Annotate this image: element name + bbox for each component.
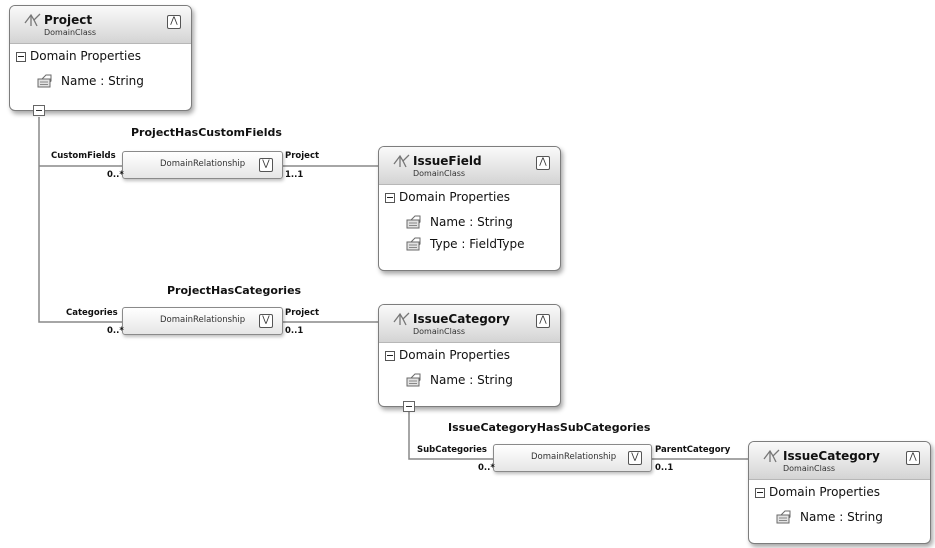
domain-properties-section[interactable]: Domain Properties [749,483,930,507]
source-multiplicity-label: 0..* [107,170,124,180]
domain-class-icon [393,154,410,168]
collapse-section-icon[interactable] [16,52,26,62]
property-icon [37,74,52,88]
domain-class-icon [393,312,410,326]
collapse-section-icon[interactable] [385,351,395,361]
section-label: Domain Properties [769,485,881,499]
class-header: IssueField DomainClass ⋀ [379,147,560,185]
domain-properties-section[interactable]: Domain Properties [10,47,191,71]
target-role-label: ParentCategory [655,445,731,455]
property-text: Name : String [430,215,513,229]
class-header: IssueCategory DomainClass ⋀ [749,442,930,480]
collapse-connector-icon[interactable] [403,401,415,412]
property-text: Name : String [800,510,883,524]
collapse-chevron-icon[interactable]: ⋀ [906,451,920,465]
section-label: Domain Properties [399,348,511,362]
collapse-chevron-icon[interactable]: ⋀ [167,15,181,29]
target-multiplicity-label: 0..1 [285,326,304,336]
domain-class-issue-category-sub[interactable]: IssueCategory DomainClass ⋀ Domain Prope… [748,441,931,544]
collapse-section-icon[interactable] [755,488,765,498]
property-icon [406,215,421,229]
domain-class-icon [24,13,41,27]
property-row[interactable]: Name : String [749,507,930,529]
property-row[interactable]: Name : String [379,212,560,234]
section-label: Domain Properties [399,190,511,204]
target-role-label: Project [285,151,320,161]
expand-chevron-icon[interactable]: ⋁ [259,314,273,328]
property-icon [406,237,421,251]
relationship-stereotype: DomainRelationship [531,452,617,462]
source-role-label: CustomFields [51,151,116,161]
domain-properties-section[interactable]: Domain Properties [379,346,560,370]
collapse-connector-icon[interactable] [33,105,45,116]
relationship-shape-project-has-categories[interactable]: DomainRelationship ⋁ [122,307,283,335]
domain-class-issue-field[interactable]: IssueField DomainClass ⋀ Domain Properti… [378,146,561,271]
domain-properties-section[interactable]: Domain Properties [379,188,560,212]
relationship-name: ProjectHasCustomFields [131,126,282,139]
target-multiplicity-label: 1..1 [285,170,304,180]
domain-class-icon [763,449,780,463]
property-text: Name : String [430,373,513,387]
class-name: IssueCategory [413,312,510,326]
property-text: Name : String [61,74,144,88]
collapse-chevron-icon[interactable]: ⋀ [536,314,550,328]
property-icon [406,373,421,387]
class-header: Project DomainClass ⋀ [10,6,191,44]
relationship-stereotype: DomainRelationship [160,315,246,325]
expand-chevron-icon[interactable]: ⋁ [628,451,642,465]
relationship-shape-project-has-custom-fields[interactable]: DomainRelationship ⋁ [122,151,283,179]
property-row[interactable]: Name : String [10,71,191,93]
domain-class-project[interactable]: Project DomainClass ⋀ Domain Properties … [9,5,192,111]
class-stereotype: DomainClass [413,327,466,336]
relationship-name: IssueCategoryHasSubCategories [448,421,651,434]
relationship-name: ProjectHasCategories [167,284,302,297]
relationship-stereotype: DomainRelationship [160,159,246,169]
property-row[interactable]: Name : String [379,370,560,392]
property-row[interactable]: Type : FieldType [379,234,560,256]
source-role-label: SubCategories [417,445,487,455]
property-icon [776,510,791,524]
source-role-label: Categories [66,308,118,318]
source-multiplicity-label: 0..* [478,463,495,473]
class-name: Project [44,13,93,27]
class-stereotype: DomainClass [44,28,97,37]
expand-chevron-icon[interactable]: ⋁ [259,158,273,172]
source-multiplicity-label: 0..* [107,326,124,336]
section-label: Domain Properties [30,49,142,63]
class-stereotype: DomainClass [413,169,466,178]
class-stereotype: DomainClass [783,464,836,473]
class-header: IssueCategory DomainClass ⋀ [379,305,560,343]
target-role-label: Project [285,308,320,318]
property-text: Type : FieldType [430,237,525,251]
relationship-shape-issue-category-has-sub-categories[interactable]: DomainRelationship ⋁ [493,444,652,472]
collapse-section-icon[interactable] [385,193,395,203]
target-multiplicity-label: 0..1 [655,463,674,473]
domain-class-issue-category[interactable]: IssueCategory DomainClass ⋀ Domain Prope… [378,304,561,407]
collapse-chevron-icon[interactable]: ⋀ [536,156,550,170]
class-name: IssueCategory [783,449,880,463]
class-name: IssueField [413,154,482,168]
